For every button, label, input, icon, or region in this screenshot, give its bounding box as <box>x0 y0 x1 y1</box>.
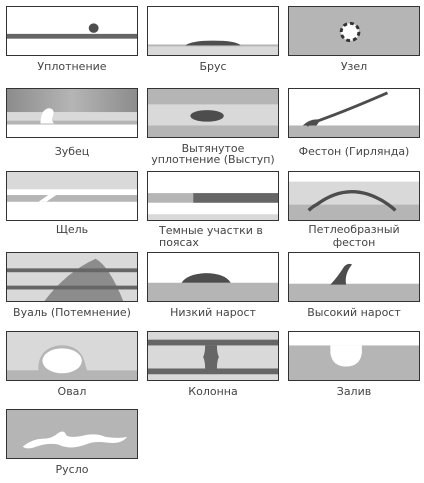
feature-label: Вытянутое уплотнение (Выступ) <box>151 142 275 166</box>
oval-icon <box>6 331 138 381</box>
condensation-icon <box>6 6 138 56</box>
dark-belt-areas-icon <box>147 171 279 221</box>
feature-label: Русло <box>55 463 89 476</box>
knot-icon <box>288 6 420 56</box>
festoon-icon <box>288 88 420 138</box>
feature-label: Высокий нарост <box>307 306 401 319</box>
feature-label: Петлеобразный фестон <box>308 223 400 249</box>
feature-label: Щель <box>55 223 89 236</box>
feature-label: Узел <box>340 60 368 73</box>
veil-icon <box>6 252 138 302</box>
low-outgrowth-icon <box>147 252 279 302</box>
feature-label: Брус <box>199 60 227 73</box>
high-outgrowth-icon <box>288 252 420 302</box>
elongated-condensation-icon <box>147 88 279 138</box>
feature-label: Вуаль (Потемнение) <box>13 306 131 319</box>
feature-label: Темные участки в поясах <box>159 224 263 249</box>
feature-label: Уплотнение <box>37 60 107 73</box>
channel-icon <box>6 409 138 459</box>
column-icon <box>147 331 279 381</box>
gap-icon <box>6 171 138 221</box>
feature-label: Низкий нарост <box>170 306 256 319</box>
feature-label: Овал <box>57 385 87 398</box>
bar-icon <box>147 6 279 56</box>
tooth-icon <box>6 88 138 138</box>
feature-label: Фестон (Гирлянда) <box>298 145 410 158</box>
feature-label: Зубец <box>54 145 90 158</box>
bay-icon <box>288 331 420 381</box>
looped-festoon-icon <box>288 171 420 221</box>
feature-label: Залив <box>336 385 372 398</box>
feature-label: Колонна <box>188 385 238 398</box>
